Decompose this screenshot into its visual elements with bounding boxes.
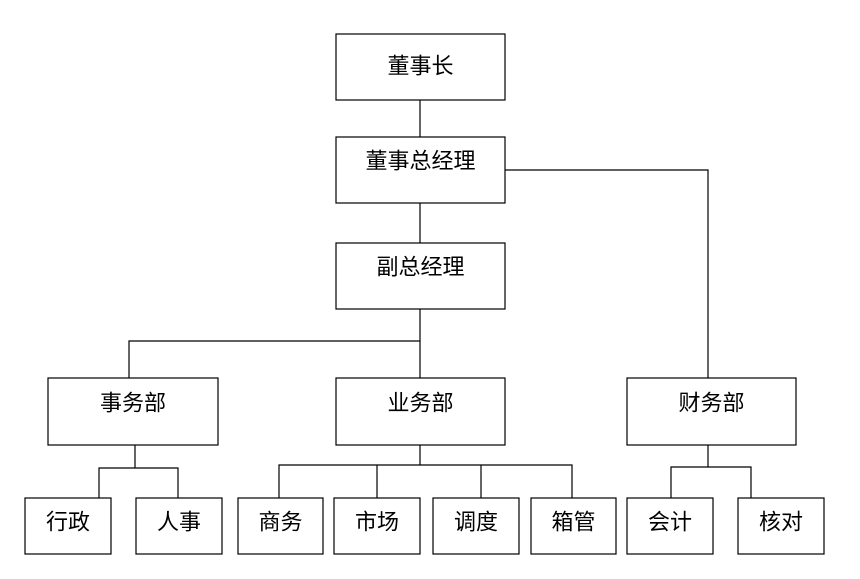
node-dispatch-box <box>432 497 520 555</box>
node-accounting-box <box>626 497 714 555</box>
node-gm-box <box>335 136 506 204</box>
node-market-box <box>333 497 421 555</box>
node-commerce: 商务 <box>237 497 324 555</box>
node-dispatch: 调度 <box>432 497 520 555</box>
node-business-dept-box <box>335 377 506 446</box>
node-admin-box <box>24 497 112 555</box>
node-chairman-box <box>335 33 506 101</box>
node-container-box <box>530 497 617 555</box>
node-finance-dept-label: 财务部 <box>678 392 744 417</box>
node-business-dept: 业务部 <box>335 377 506 446</box>
node-finance-dept-box <box>626 377 797 446</box>
node-admin-dept: 事务部 <box>47 377 219 446</box>
node-accounting-label: 会计 <box>648 511 692 536</box>
node-market-label: 市场 <box>355 511 399 536</box>
node-deputy-gm-label: 副总经理 <box>376 256 464 281</box>
node-gm: 董事总经理 <box>335 136 506 204</box>
node-deputy-gm-box <box>335 242 506 310</box>
edge-finance-dept-branches <box>670 466 752 498</box>
node-commerce-label: 商务 <box>258 511 302 536</box>
node-market: 市场 <box>333 497 421 555</box>
node-audit-box <box>737 497 825 555</box>
edge-gm-finance <box>505 169 709 378</box>
node-chairman: 董事长 <box>335 33 506 101</box>
node-admin-label: 行政 <box>46 511 90 536</box>
edge-admin-dept-branches <box>98 467 179 498</box>
connectors <box>98 100 752 498</box>
node-business-dept-label: 业务部 <box>387 392 453 417</box>
node-audit: 核对 <box>737 497 825 555</box>
node-chairman-label: 董事长 <box>387 55 453 80</box>
node-accounting: 会计 <box>626 497 714 555</box>
node-deputy-gm: 副总经理 <box>335 242 506 310</box>
node-dispatch-label: 调度 <box>454 511 498 536</box>
node-admin: 行政 <box>24 497 112 555</box>
edge-deputy-admin-dept <box>128 340 420 378</box>
node-gm-label: 董事总经理 <box>365 150 475 175</box>
node-container-label: 箱管 <box>551 511 595 536</box>
edge-business-dept-bar <box>278 464 573 498</box>
node-container: 箱管 <box>530 497 617 555</box>
node-hr: 人事 <box>135 497 223 555</box>
node-finance-dept: 财务部 <box>626 377 797 446</box>
node-hr-label: 人事 <box>157 511 201 536</box>
node-hr-box <box>135 497 223 555</box>
node-commerce-box <box>237 497 324 555</box>
node-admin-dept-box <box>47 377 219 446</box>
node-admin-dept-label: 事务部 <box>100 392 166 417</box>
node-audit-label: 核对 <box>759 511 803 536</box>
